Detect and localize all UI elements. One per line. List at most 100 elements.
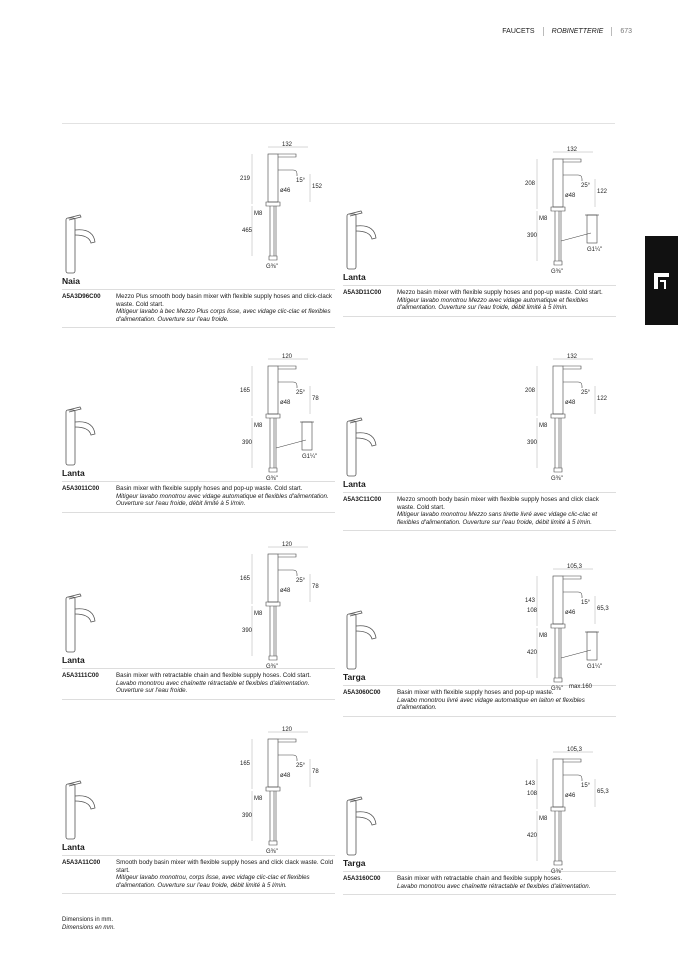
footer-fr: Dimensions en mm.: [62, 925, 116, 931]
product-name: Lanta: [343, 272, 366, 282]
dim-angle: 25°: [296, 390, 306, 396]
dim-thread: M8: [539, 216, 548, 222]
dim-width: 132: [567, 354, 578, 360]
dim-spout: 152: [312, 184, 323, 190]
dim-angle: 15°: [581, 783, 591, 789]
product-name: Targa: [343, 672, 366, 682]
product-code: A5A3060C00: [343, 689, 381, 696]
dim-conn: G⅜": [551, 686, 563, 692]
dim-height: 219: [240, 176, 251, 182]
dim-spout: 65,3: [597, 789, 609, 795]
divider: [542, 27, 544, 36]
dim-thread: M8: [254, 211, 263, 217]
faucet-section-icon: [654, 273, 669, 289]
product-a5a3d11c00: Lanta A5A3D11C00 Mezzo basin mixer with …: [343, 272, 616, 317]
description-fr: Mitigeur lavabo monotrou Mezzo avec vida…: [397, 296, 589, 312]
dim-waste: G1¼": [587, 247, 602, 253]
product-a5a3160c00: Targa A5A3160C00 Basin mixer with retrac…: [343, 858, 616, 896]
dim-spout: 65,3: [597, 606, 609, 612]
description-en: Smooth body basin mixer with flexible su…: [116, 859, 334, 874]
dim-spout: 122: [597, 396, 608, 402]
product-code: A5A3D96C00: [62, 293, 101, 300]
product-name: Lanta: [62, 655, 85, 665]
product-name: Lanta: [62, 842, 85, 852]
product-name: Naia: [62, 276, 80, 286]
product-a5a3c11c00: Lanta A5A3C11C00 Mezzo smooth body basin…: [343, 479, 616, 532]
product-code: A5A3C11C00: [343, 496, 382, 503]
dim-hose: 390: [527, 440, 538, 446]
dim-conn: G⅜": [266, 264, 278, 270]
product-row: A5A3111C00 Basin mixer with retractable …: [62, 668, 335, 700]
description-fr: Lavabo monotrou livré avec vidage automa…: [397, 696, 585, 712]
description-fr: Mitigeur lavabo monotrou, corps lisse, a…: [116, 874, 310, 889]
dim-angle: 25°: [581, 390, 591, 396]
product-code: A5A3D11C00: [343, 289, 382, 296]
description-en: Basin mixer with retractable chain and f…: [397, 875, 563, 882]
description-en: Basin mixer with flexible supply hoses a…: [397, 689, 554, 696]
dim-hose: 420: [527, 833, 538, 839]
dim-dia: ø46: [565, 610, 576, 616]
dim-height: 165: [240, 576, 251, 582]
product-a5a3a11c00: Lanta A5A3A11C00 Smooth body basin mixer…: [62, 842, 335, 895]
product-code: A5A3011C00: [62, 485, 100, 492]
dim-conn: G⅜": [266, 476, 278, 482]
dim-angle: 25°: [296, 578, 306, 584]
dim-width: 120: [282, 542, 293, 548]
description-fr: Mitigeur lavabo monotrou Mezzo sans tire…: [397, 511, 598, 526]
dim-angle: 25°: [581, 183, 591, 189]
dim-angle: 15°: [296, 178, 306, 184]
dim-dia: ø48: [280, 773, 291, 779]
product-row: A5A3060C00 Basin mixer with flexible sup…: [343, 685, 616, 717]
dim-conn: G⅜": [266, 849, 278, 855]
section-fr: ROBINETTERIE: [551, 28, 604, 35]
dim-width: 120: [282, 354, 293, 360]
dim-height: 208: [525, 181, 536, 187]
faucet-thumbnail: [346, 796, 377, 856]
dim-spout: 78: [312, 396, 319, 402]
divider: [62, 123, 615, 124]
dim-angle: 25°: [296, 763, 306, 769]
dim-height: 165: [240, 761, 251, 767]
dim-thread: M8: [539, 423, 548, 429]
footer-note: Dimensions in mm. Dimensions en mm.: [62, 916, 115, 932]
description-fr: Lavabo monotrou avec chaînette rétractab…: [397, 882, 591, 890]
dim-width: 105,3: [567, 747, 583, 753]
dim-height2: 108: [527, 608, 538, 614]
section-tab: [645, 236, 678, 325]
faucet-thumbnail: [65, 780, 96, 840]
divider: [611, 27, 613, 36]
product-code: A5A3A11C00: [62, 859, 101, 866]
faucet-thumbnail: [65, 406, 96, 466]
faucet-thumbnail: [65, 214, 96, 274]
description-en: Basin mixer with retractable chain and f…: [116, 672, 311, 679]
dim-height: 143: [525, 781, 536, 787]
dim-width: 120: [282, 727, 293, 733]
product-a5a3111c00: Lanta A5A3111C00 Basin mixer with retrac…: [62, 655, 335, 700]
dim-hose: 390: [242, 628, 253, 634]
dim-height: 208: [525, 388, 536, 394]
dim-hose: 390: [527, 233, 538, 239]
product-row: A5A3D11C00 Mezzo basin mixer with flexib…: [343, 285, 616, 317]
description-fr: Lavabo monotrou avec chaînette rétractab…: [116, 679, 310, 695]
dim-waste: G1¼": [302, 454, 317, 460]
dim-dia: ø46: [280, 188, 291, 194]
dim-hose: 390: [242, 440, 253, 446]
faucet-thumbnail: [346, 210, 377, 270]
product-name: Targa: [343, 858, 366, 868]
dim-height: 165: [240, 388, 251, 394]
dim-width: 105,3: [567, 564, 583, 570]
product-a5a3060c00: Targa A5A3060C00 Basin mixer with flexib…: [343, 672, 616, 717]
product-name: Lanta: [343, 479, 366, 489]
product-row: A5A3D96C00 Mezzo Plus smooth body basin …: [62, 289, 335, 329]
description-fr: Mitigeur lavabo à bec Mezzo Plus corps l…: [116, 308, 331, 323]
dim-dia: ø48: [565, 400, 576, 406]
product-row: A5A3011C00 Basin mixer with flexible sup…: [62, 481, 335, 513]
faucet-thumbnail: [65, 593, 96, 653]
dim-conn: G⅜": [266, 664, 278, 670]
